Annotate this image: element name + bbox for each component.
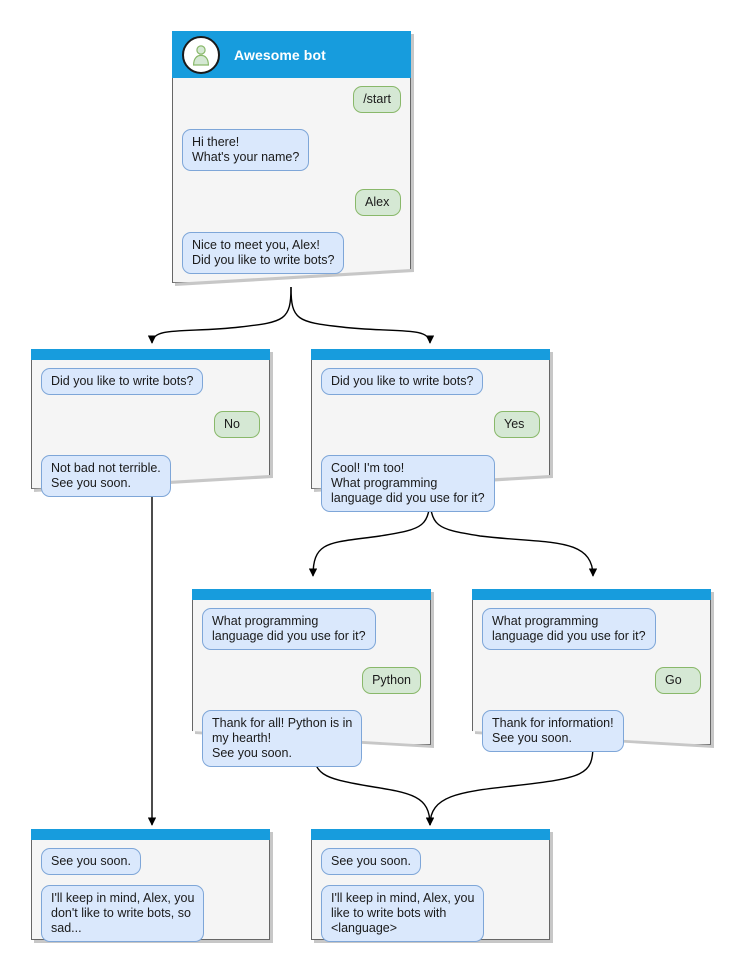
bot-message-bubble: See you soon. [321, 848, 421, 875]
message-row: Nice to meet you, Alex! Did you like to … [182, 232, 401, 274]
chat-answer-yes: Did you like to write bots? Yes Cool! I'… [311, 360, 550, 512]
message-row: Go [482, 667, 701, 694]
message-row: See you soon. [41, 848, 260, 875]
bot-message-bubble: Nice to meet you, Alex! Did you like to … [182, 232, 345, 274]
edge-root-to-answer-no [147, 286, 292, 344]
user-message-bubble: Go [655, 667, 701, 694]
message-row: Did you like to write bots? [41, 368, 260, 395]
bot-message-bubble: Did you like to write bots? [41, 368, 204, 395]
message-row: What programming language did you use fo… [482, 608, 701, 650]
message-row: Thank for all! Python is in my hearth! S… [202, 710, 421, 767]
message-row: Hi there! What's your name? [182, 129, 401, 171]
message-row: No [41, 411, 260, 438]
node-answer-no[interactable]: Did you like to write bots? No Not bad n… [31, 349, 270, 497]
node-language-go[interactable]: What programming language did you use fo… [472, 589, 711, 752]
node-header-answer-yes [311, 349, 550, 360]
node-header-end-yes [311, 829, 550, 840]
node-language-python[interactable]: What programming language did you use fo… [192, 589, 431, 767]
node-end-no[interactable]: See you soon. I'll keep in mind, Alex, y… [31, 829, 273, 943]
node-header-end-no [31, 829, 270, 840]
user-message-bubble: Yes [494, 411, 540, 438]
node-header-root: Awesome bot [172, 31, 411, 78]
message-row: I'll keep in mind, Alex, you like to wri… [321, 885, 540, 942]
chat-end-yes: See you soon. I'll keep in mind, Alex, y… [311, 840, 550, 942]
user-message-bubble: /start [353, 86, 401, 113]
bot-message-bubble: Thank for all! Python is in my hearth! S… [202, 710, 363, 767]
message-row: /start [182, 86, 401, 113]
user-message-bubble: Alex [355, 189, 401, 216]
chat-end-no: See you soon. I'll keep in mind, Alex, y… [31, 840, 270, 942]
bot-message-bubble: Thank for information! See you soon. [482, 710, 624, 752]
message-row: Did you like to write bots? [321, 368, 540, 395]
bot-message-bubble: Did you like to write bots? [321, 368, 484, 395]
node-answer-yes[interactable]: Did you like to write bots? Yes Cool! I'… [311, 349, 550, 512]
bot-message-bubble: See you soon. [41, 848, 141, 875]
message-row: What programming language did you use fo… [202, 608, 421, 650]
person-avatar-icon [182, 35, 220, 74]
node-end-yes[interactable]: See you soon. I'll keep in mind, Alex, y… [311, 829, 553, 943]
node-title: Awesome bot [234, 46, 326, 63]
node-header-language-go [472, 589, 711, 600]
message-row: See you soon. [321, 848, 540, 875]
message-row: Python [202, 667, 421, 694]
chat-language-python: What programming language did you use fo… [192, 600, 431, 767]
chat-answer-no: Did you like to write bots? No Not bad n… [31, 360, 270, 497]
bot-message-bubble: I'll keep in mind, Alex, you like to wri… [321, 885, 485, 942]
bot-message-bubble: What programming language did you use fo… [482, 608, 656, 650]
message-row: Alex [182, 189, 401, 216]
message-row: Not bad not terrible. See you soon. [41, 455, 260, 497]
bot-message-bubble: I'll keep in mind, Alex, you don't like … [41, 885, 205, 942]
bot-message-bubble: Not bad not terrible. See you soon. [41, 455, 171, 497]
chat-language-go: What programming language did you use fo… [472, 600, 711, 752]
message-row: I'll keep in mind, Alex, you don't like … [41, 885, 260, 942]
bot-message-bubble: Hi there! What's your name? [182, 129, 310, 171]
node-header-language-python [192, 589, 431, 600]
bot-message-bubble: What programming language did you use fo… [202, 608, 376, 650]
chat-root: /start Hi there! What's your name? Alex … [172, 78, 411, 274]
node-root[interactable]: Awesome bot /start Hi there! What's your… [172, 31, 411, 283]
node-header-answer-no [31, 349, 270, 360]
user-message-bubble: Python [362, 667, 421, 694]
edge-language-go-to-end-yes [425, 744, 594, 826]
edge-root-to-answer-yes [290, 286, 435, 344]
bot-message-bubble: Cool! I'm too! What programming language… [321, 455, 495, 512]
user-message-bubble: No [214, 411, 260, 438]
message-row: Thank for information! See you soon. [482, 710, 701, 752]
message-row: Cool! I'm too! What programming language… [321, 455, 540, 512]
message-row: Yes [321, 411, 540, 438]
